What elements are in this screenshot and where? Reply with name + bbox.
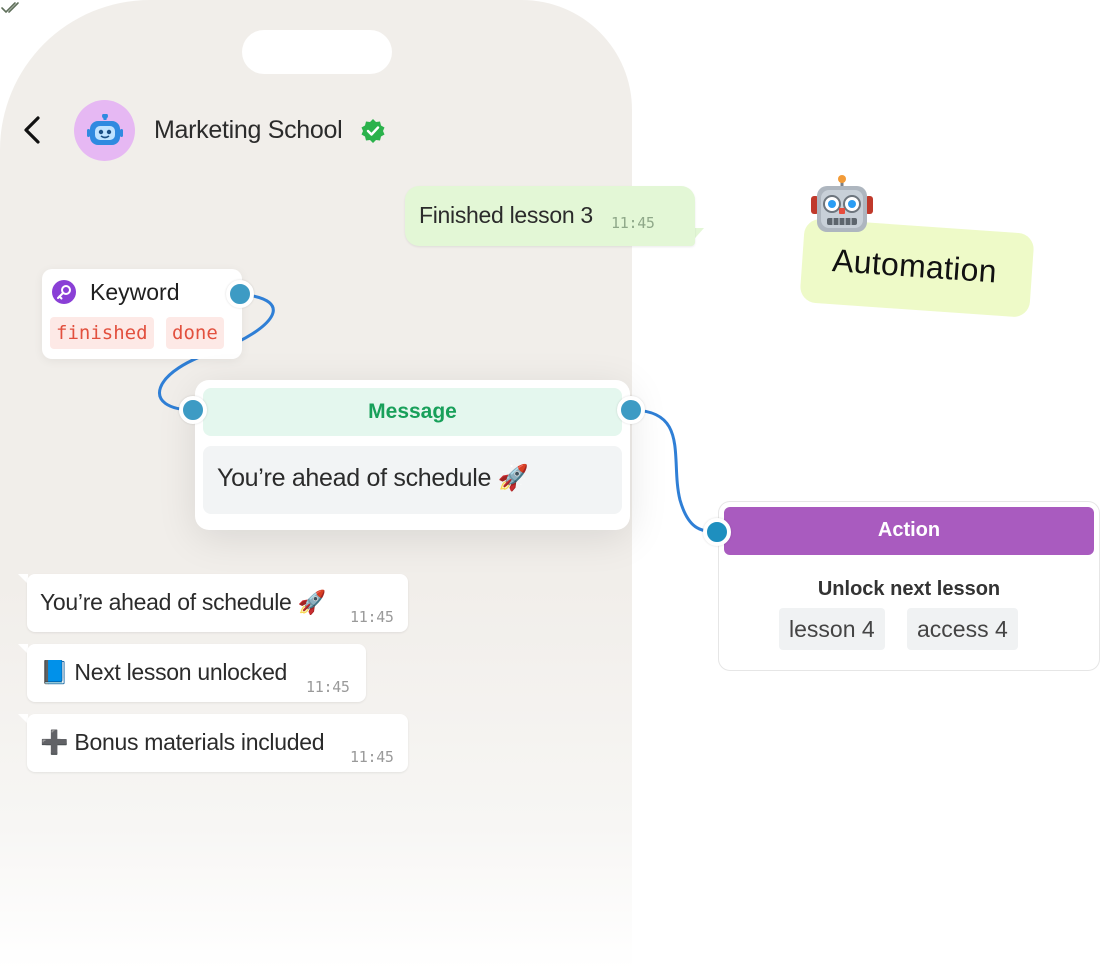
- action-tag: lesson 4: [779, 608, 885, 650]
- outgoing-message[interactable]: Finished lesson 3 11:45: [405, 186, 695, 246]
- message-node[interactable]: Message You’re ahead of schedule 🚀: [195, 380, 630, 530]
- message-time: 11:45: [350, 748, 394, 766]
- bubble-tail: [18, 644, 28, 654]
- message-text: ➕ Bonus materials included: [40, 729, 325, 755]
- message-text: Finished lesson 3: [419, 202, 593, 228]
- action-input-port[interactable]: [703, 518, 731, 546]
- message-time: 11:45: [611, 214, 655, 232]
- keyword-tag: finished: [50, 317, 154, 349]
- message-time: 11:45: [350, 608, 394, 626]
- action-node-title: Action: [724, 507, 1094, 555]
- avatar[interactable]: [74, 100, 135, 161]
- action-node-subtitle: Unlock next lesson: [817, 578, 1001, 600]
- action-node[interactable]: Action Unlock next lesson lesson 4 acces…: [718, 501, 1100, 671]
- action-tag: access 4: [907, 608, 1018, 650]
- keyword-tag: done: [166, 317, 224, 349]
- message-text: You’re ahead of schedule 🚀: [40, 589, 326, 615]
- verified-badge-icon: [361, 119, 385, 143]
- bubble-tail: [18, 714, 28, 724]
- chat-title: Marketing School: [154, 116, 343, 144]
- incoming-message[interactable]: You’re ahead of schedule 🚀 11:45: [27, 574, 408, 632]
- message-text: 📘 Next lesson unlocked: [40, 659, 288, 685]
- automation-text: Automation: [831, 242, 999, 290]
- message-node-title: Message: [203, 388, 622, 436]
- chevron-left-icon[interactable]: [18, 114, 48, 146]
- bubble-tail: [18, 574, 28, 584]
- robot-face-icon: [87, 114, 123, 145]
- message-node-text: You’re ahead of schedule 🚀: [217, 464, 529, 492]
- keyword-output-port[interactable]: [226, 280, 254, 308]
- message-output-port[interactable]: [617, 396, 645, 424]
- incoming-message[interactable]: ➕ Bonus materials included 11:45: [27, 714, 408, 772]
- incoming-message[interactable]: 📘 Next lesson unlocked 11:45: [27, 644, 366, 702]
- phone-notch: [242, 30, 392, 74]
- key-icon: [52, 280, 76, 304]
- message-node-body: You’re ahead of schedule 🚀: [203, 446, 622, 514]
- message-time: 11:45: [306, 678, 350, 696]
- robot-emoji-icon: [811, 175, 873, 232]
- message-input-port[interactable]: [179, 396, 207, 424]
- double-check-icon: [1, 2, 19, 14]
- keyword-node[interactable]: Keyword finished done: [42, 269, 242, 359]
- keyword-title: Keyword: [90, 279, 180, 305]
- connector-message-action: [630, 408, 718, 534]
